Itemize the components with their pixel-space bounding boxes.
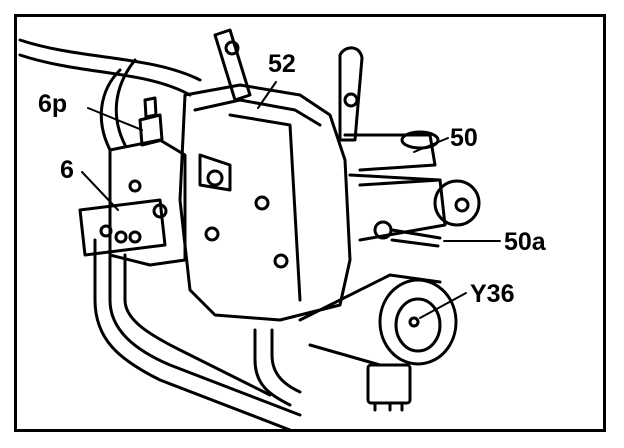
callout-50a: 50a (504, 228, 547, 256)
fitting-50a (373, 220, 442, 248)
leader-lines (81, 81, 501, 319)
callout-52: 52 (268, 50, 296, 78)
callout-6: 6 (60, 156, 74, 184)
solenoid-valve-Y36 (298, 273, 458, 412)
junction-block-6 (78, 96, 187, 267)
housing-52 (178, 83, 352, 322)
hydraulic-lines (18, 38, 302, 432)
diagram-frame (14, 14, 606, 432)
mounting-bracket (213, 28, 364, 142)
callout-50: 50 (450, 124, 478, 152)
callout-6p: 6p (38, 90, 67, 118)
callout-Y36: Y36 (470, 280, 514, 308)
screw-1 (254, 195, 270, 211)
screw-2 (273, 253, 289, 269)
